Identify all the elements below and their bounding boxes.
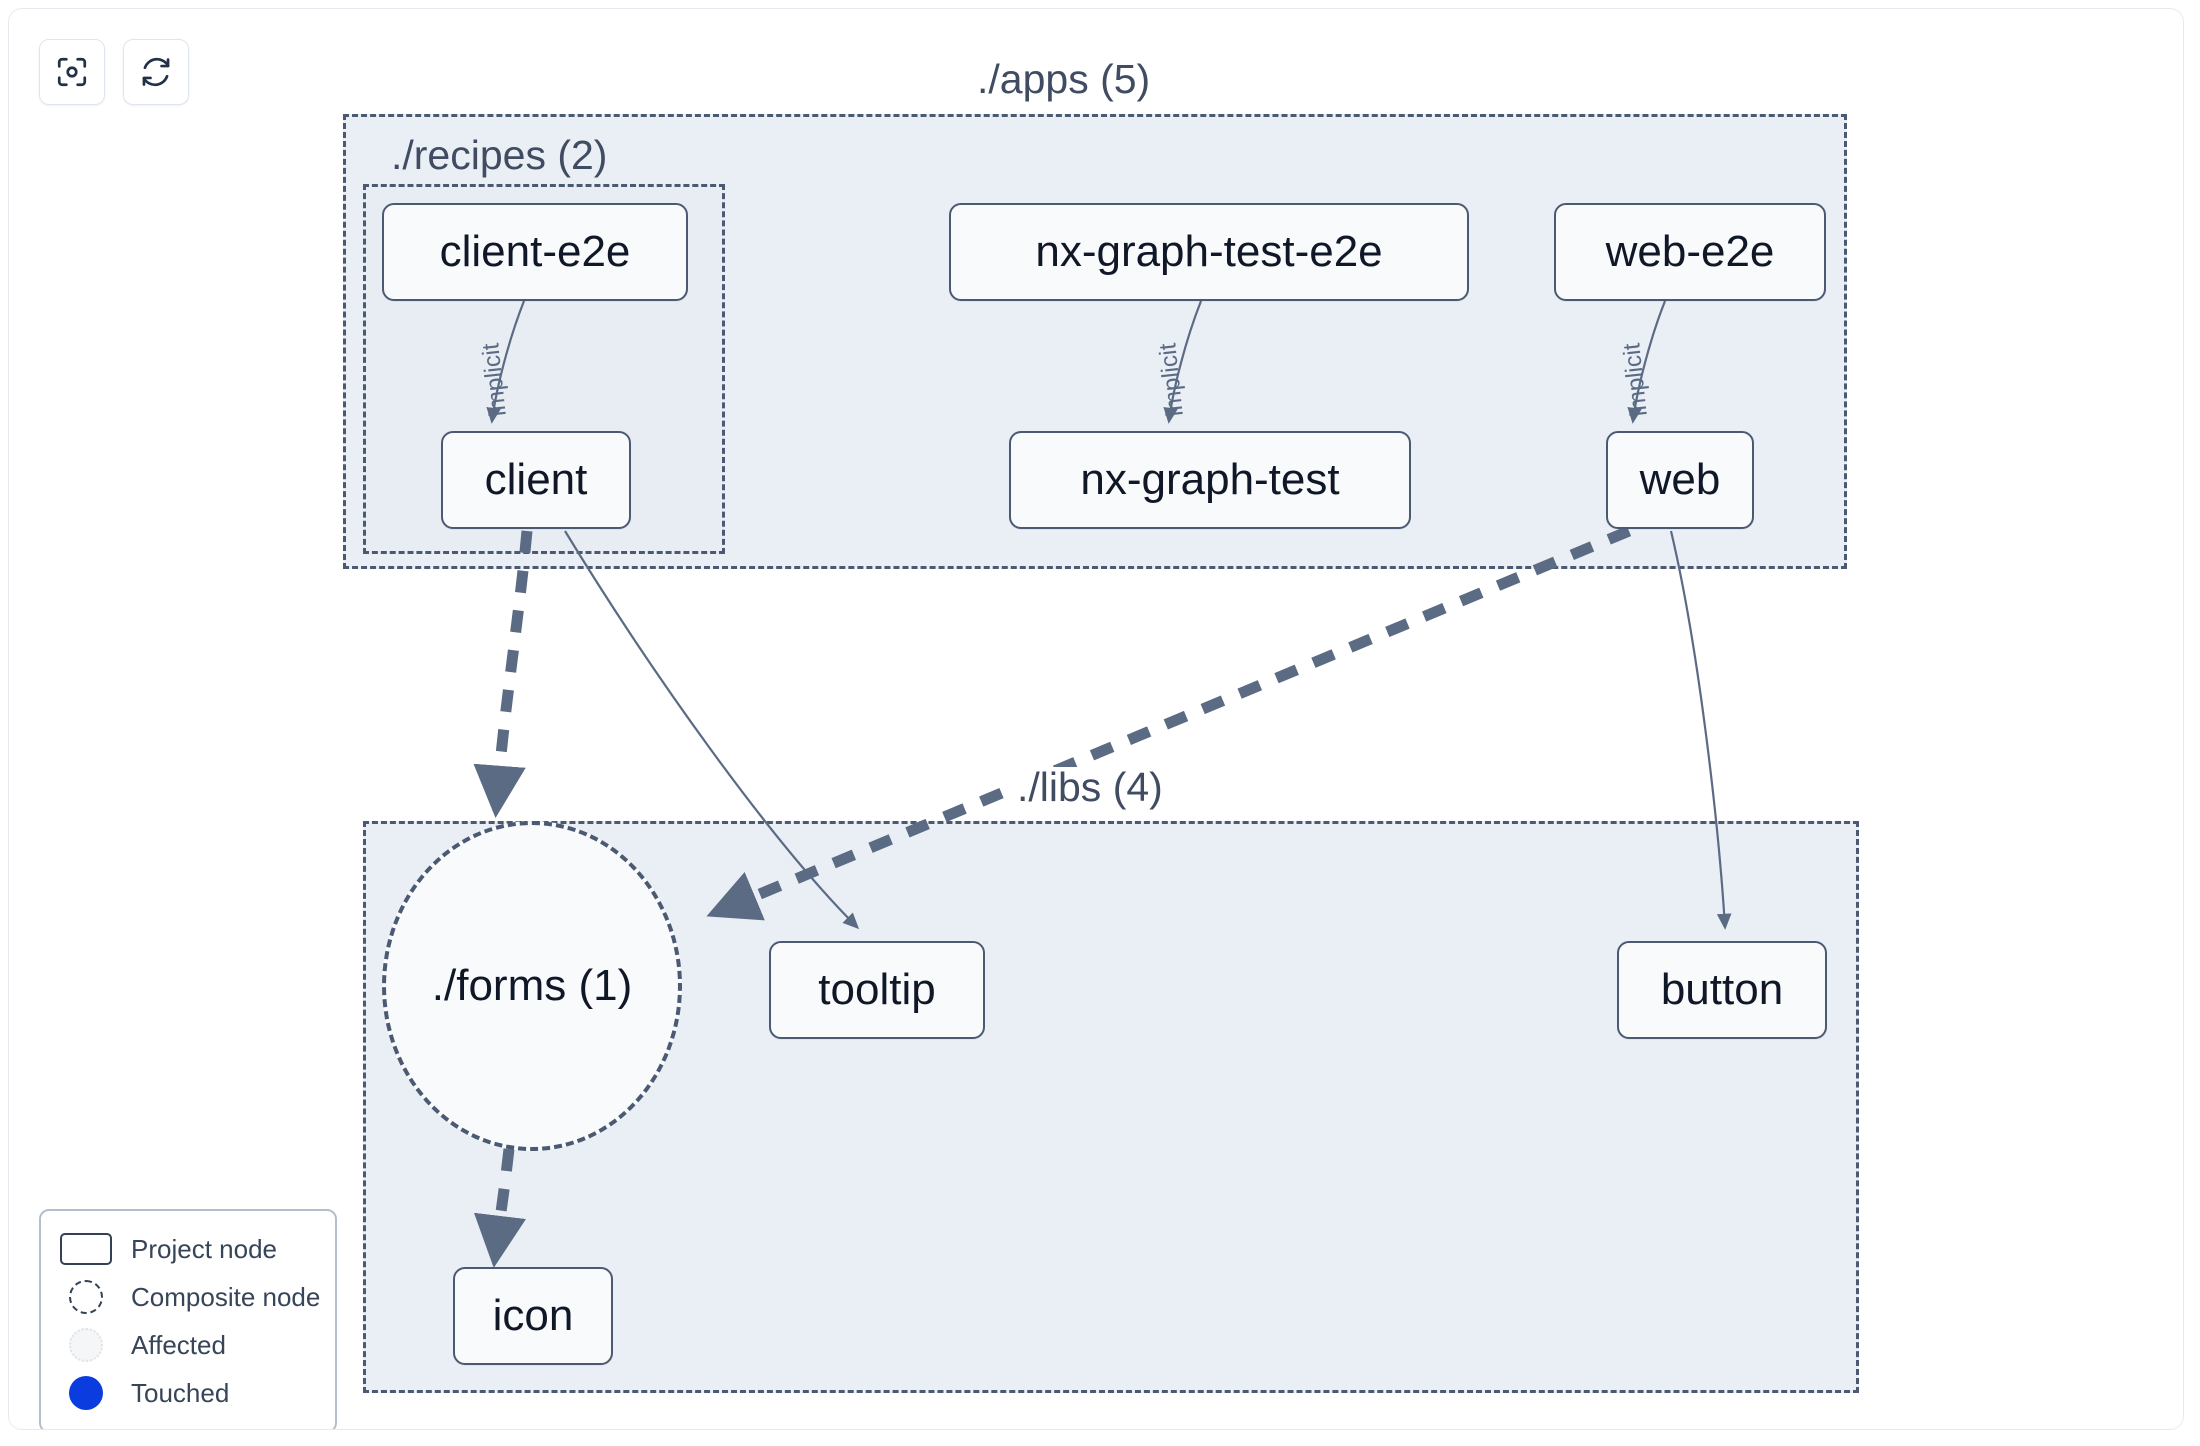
node-nx-graph-test-e2e[interactable]: nx-graph-test-e2e bbox=[949, 203, 1469, 301]
graph-toolbar bbox=[39, 39, 189, 105]
group-apps-label: ./apps (5) bbox=[969, 59, 1159, 100]
group-libs-label: ./libs (4) bbox=[1009, 767, 1171, 808]
project-node-swatch bbox=[59, 1232, 113, 1266]
node-forms-composite[interactable]: ./forms (1) bbox=[382, 821, 682, 1151]
node-web[interactable]: web bbox=[1606, 431, 1754, 529]
focus-graph-button[interactable] bbox=[39, 39, 105, 105]
legend-item-affected: Affected bbox=[59, 1321, 317, 1369]
refresh-icon bbox=[139, 55, 173, 89]
legend-label-touched: Touched bbox=[131, 1377, 230, 1408]
node-tooltip[interactable]: tooltip bbox=[769, 941, 985, 1039]
legend-label-composite-node: Composite node bbox=[131, 1281, 321, 1312]
focus-target-icon bbox=[55, 55, 89, 89]
refresh-graph-button[interactable] bbox=[123, 39, 189, 105]
edge-client-to-forms bbox=[473, 530, 533, 819]
graph-layer: ./apps (5) ./recipes (2) ./libs (4) bbox=[9, 9, 2183, 1429]
legend-label-project-node: Project node bbox=[131, 1233, 277, 1264]
node-client[interactable]: client bbox=[441, 431, 631, 529]
group-recipes-label: ./recipes (2) bbox=[383, 135, 616, 176]
legend-item-composite-node: Composite node bbox=[59, 1273, 321, 1321]
node-web-e2e[interactable]: web-e2e bbox=[1554, 203, 1826, 301]
graph-legend: Project node Composite node Affected Tou… bbox=[39, 1209, 337, 1429]
node-icon[interactable]: icon bbox=[453, 1267, 613, 1365]
node-client-e2e[interactable]: client-e2e bbox=[382, 203, 688, 301]
legend-item-project-node: Project node bbox=[59, 1225, 317, 1273]
touched-swatch bbox=[59, 1376, 113, 1410]
node-button[interactable]: button bbox=[1617, 941, 1827, 1039]
graph-canvas[interactable]: ./apps (5) ./recipes (2) ./libs (4) bbox=[8, 8, 2184, 1430]
legend-label-affected: Affected bbox=[131, 1329, 226, 1360]
composite-node-swatch bbox=[59, 1280, 113, 1314]
legend-item-touched: Touched bbox=[59, 1369, 317, 1417]
affected-swatch bbox=[59, 1328, 113, 1362]
node-nx-graph-test[interactable]: nx-graph-test bbox=[1009, 431, 1411, 529]
